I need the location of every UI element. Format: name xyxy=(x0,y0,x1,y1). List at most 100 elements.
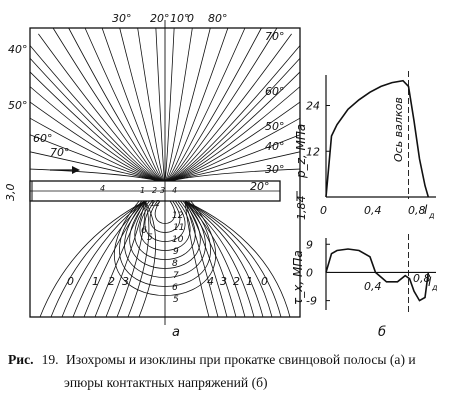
strip-thickness-right: 1,84 xyxy=(295,196,308,221)
isochrome-left-line xyxy=(116,200,146,318)
left-angle-label: 60° xyxy=(33,132,53,145)
caption-number: 19. xyxy=(41,352,59,367)
bottom-order-label: 0 xyxy=(261,275,268,288)
isochrome-left-line xyxy=(83,200,146,318)
lower-order-label: 9 xyxy=(173,247,179,257)
center-order-label: 4 xyxy=(100,184,105,193)
isochrome-left-line xyxy=(61,200,146,318)
isocline-line xyxy=(119,27,165,182)
x-tick-label: д xyxy=(431,283,438,292)
top-angle-label: 0 xyxy=(187,12,194,25)
y-axis-label: p_z, МПа xyxy=(294,124,308,179)
isocline-line xyxy=(166,27,246,182)
isocline-line xyxy=(137,27,165,182)
arrow-head xyxy=(72,166,80,174)
isocline-line xyxy=(169,101,301,182)
isochrome-right-line xyxy=(184,200,273,318)
isochrome-right-line xyxy=(184,200,246,318)
right-angle-label: 60° xyxy=(265,85,285,98)
right-angle-label: 70° xyxy=(265,30,285,43)
x-tick-label: 0,4 xyxy=(364,280,382,293)
isocline-line xyxy=(68,27,164,182)
lower-order-label: 8 xyxy=(172,259,178,269)
roll-axis-label: Ось валков xyxy=(392,97,405,162)
lower-order-label: 11 xyxy=(173,223,184,233)
x-tick-label: 0,8 xyxy=(413,272,431,285)
bottom-order-label: 4 xyxy=(207,275,214,288)
top-angle-label: 80° xyxy=(208,12,228,25)
bottom-order-label: 1 xyxy=(246,275,253,288)
isochrome-right-line xyxy=(184,200,210,318)
isochrome-left-line xyxy=(127,200,150,318)
y-tick-label: 0 xyxy=(306,266,313,279)
panel-b-label: б xyxy=(378,325,386,340)
y-tick-label: 9 xyxy=(306,238,313,251)
isocline-line xyxy=(168,86,301,182)
lower-order-label: 12 xyxy=(150,199,160,208)
isocline-line xyxy=(166,27,262,182)
panel-a-label: а xyxy=(172,325,180,340)
isochrome-left-line xyxy=(94,200,146,318)
x-tick-label: l xyxy=(424,203,428,217)
lower-order-label: 12 xyxy=(172,211,184,221)
isocline-line xyxy=(167,57,301,182)
isochrome-right-line xyxy=(184,200,264,318)
y-tick-label: 24 xyxy=(306,100,320,113)
side-order-label: 6 xyxy=(141,226,147,236)
isochrome-right-line xyxy=(184,200,282,318)
isocline-line xyxy=(167,33,292,182)
bottom-order-label: 0 xyxy=(67,275,74,288)
x-tick-label: 0,4 xyxy=(364,204,382,217)
isochrome-left-line xyxy=(50,200,146,318)
center-order-label: 3 xyxy=(160,186,165,195)
y-axis-label: τ_x, МПа xyxy=(291,250,305,305)
caption-line2: эпюры контактных напряжений (б) xyxy=(64,375,268,390)
isocline-line xyxy=(29,45,162,182)
bottom-order-label: 2 xyxy=(233,275,240,288)
strip-thickness-left: 3,0 xyxy=(4,184,17,202)
center-order-label: 4 xyxy=(172,186,177,195)
isocline-line xyxy=(84,27,164,182)
isocline-line xyxy=(52,27,163,182)
x-tick-label: 0,8 xyxy=(408,204,426,217)
isochrome-right-line xyxy=(184,200,219,318)
isocline-line xyxy=(166,27,278,182)
left-angle-label: 70° xyxy=(50,146,70,159)
isocline-line xyxy=(170,168,301,182)
x-tick-label: 0 xyxy=(320,204,327,217)
x-tick-label: l xyxy=(428,275,432,289)
y-tick-label: 12 xyxy=(306,145,320,158)
isocline-line xyxy=(155,27,165,182)
isocline-line xyxy=(164,27,175,182)
lower-order-label: 10 xyxy=(172,235,184,245)
top-angle-label: 20° xyxy=(150,12,170,25)
lower-order-label: 7 xyxy=(173,271,179,281)
isocline-line xyxy=(167,45,301,182)
isocline-line xyxy=(168,71,301,182)
isochrome-panel xyxy=(29,20,301,325)
bottom-order-label: 3 xyxy=(122,275,129,288)
isochrome-right-line xyxy=(184,200,291,318)
top-angle-label: 30° xyxy=(112,12,132,25)
left-angle-label: 40° xyxy=(8,43,28,56)
isocline-line xyxy=(101,27,164,182)
caption-prefix: Рис. xyxy=(8,352,34,367)
isochrome-left-line xyxy=(39,200,146,318)
isochrome-left-line xyxy=(138,200,157,318)
side-order-label: 5 xyxy=(147,233,153,243)
right-angle-label: 50° xyxy=(265,120,285,133)
right-angle-label: 30° xyxy=(265,163,285,176)
isochrome-right-line xyxy=(184,200,255,318)
isocline-line xyxy=(29,71,162,182)
isochrome-right-line xyxy=(184,200,237,318)
lower-order-label: 6 xyxy=(172,283,178,293)
isocline-line xyxy=(29,86,161,182)
bottom-order-label: 1 xyxy=(92,275,99,288)
center-order-label: 2 xyxy=(152,186,157,195)
bottom-order-label: 3 xyxy=(220,275,227,288)
stress-chart-0 xyxy=(325,71,436,199)
isocline-line xyxy=(165,27,211,182)
